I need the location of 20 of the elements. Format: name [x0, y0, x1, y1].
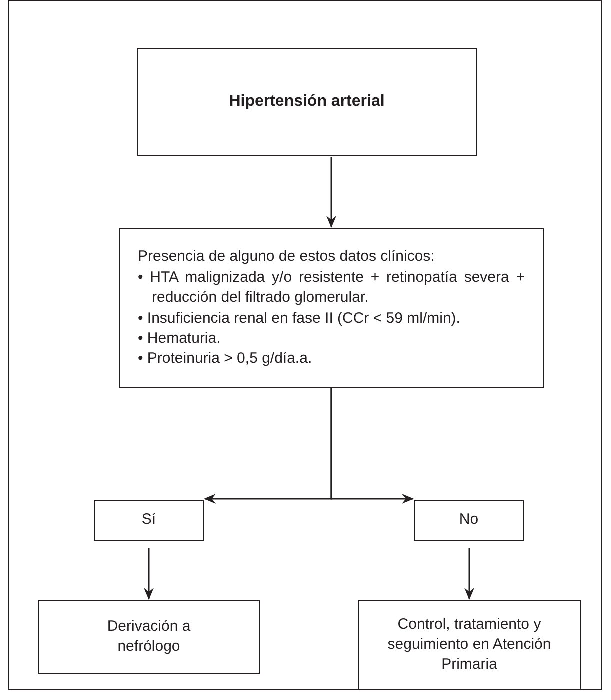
process-box: [94, 500, 204, 541]
arrow: [464, 548, 474, 600]
arrow: [326, 157, 336, 228]
bullet-item: • Proteinuria > 0,5 g/día.a.: [138, 349, 314, 369]
box-text: No: [459, 510, 479, 530]
process-box: [137, 48, 477, 156]
process-box: [414, 500, 524, 541]
title-text: Hipertensión arterial: [229, 92, 385, 112]
box-text: Control, tratamiento y seguimiento en Atención Primaria: [386, 614, 552, 676]
arrow: [144, 548, 154, 600]
arrow: [330, 388, 414, 504]
box-text: Sí: [142, 510, 156, 530]
intro-text: Presencia de alguno de estos datos clínicos:: [138, 246, 436, 267]
process-box: [358, 600, 581, 690]
box-text: Derivación a nefrólogo: [106, 616, 192, 657]
process-box: [38, 600, 260, 674]
bullet-item: • Insuficiencia renal en fase II (CCr < 59 ml/min).: [138, 308, 462, 328]
bullet-item: • HTA malignizada y/o resistente + retinopatía severa + reducción del filtrado glomerular.: [138, 268, 525, 308]
criteria-box: [119, 228, 544, 388]
bullet-item: • Hematuria.: [138, 328, 222, 349]
